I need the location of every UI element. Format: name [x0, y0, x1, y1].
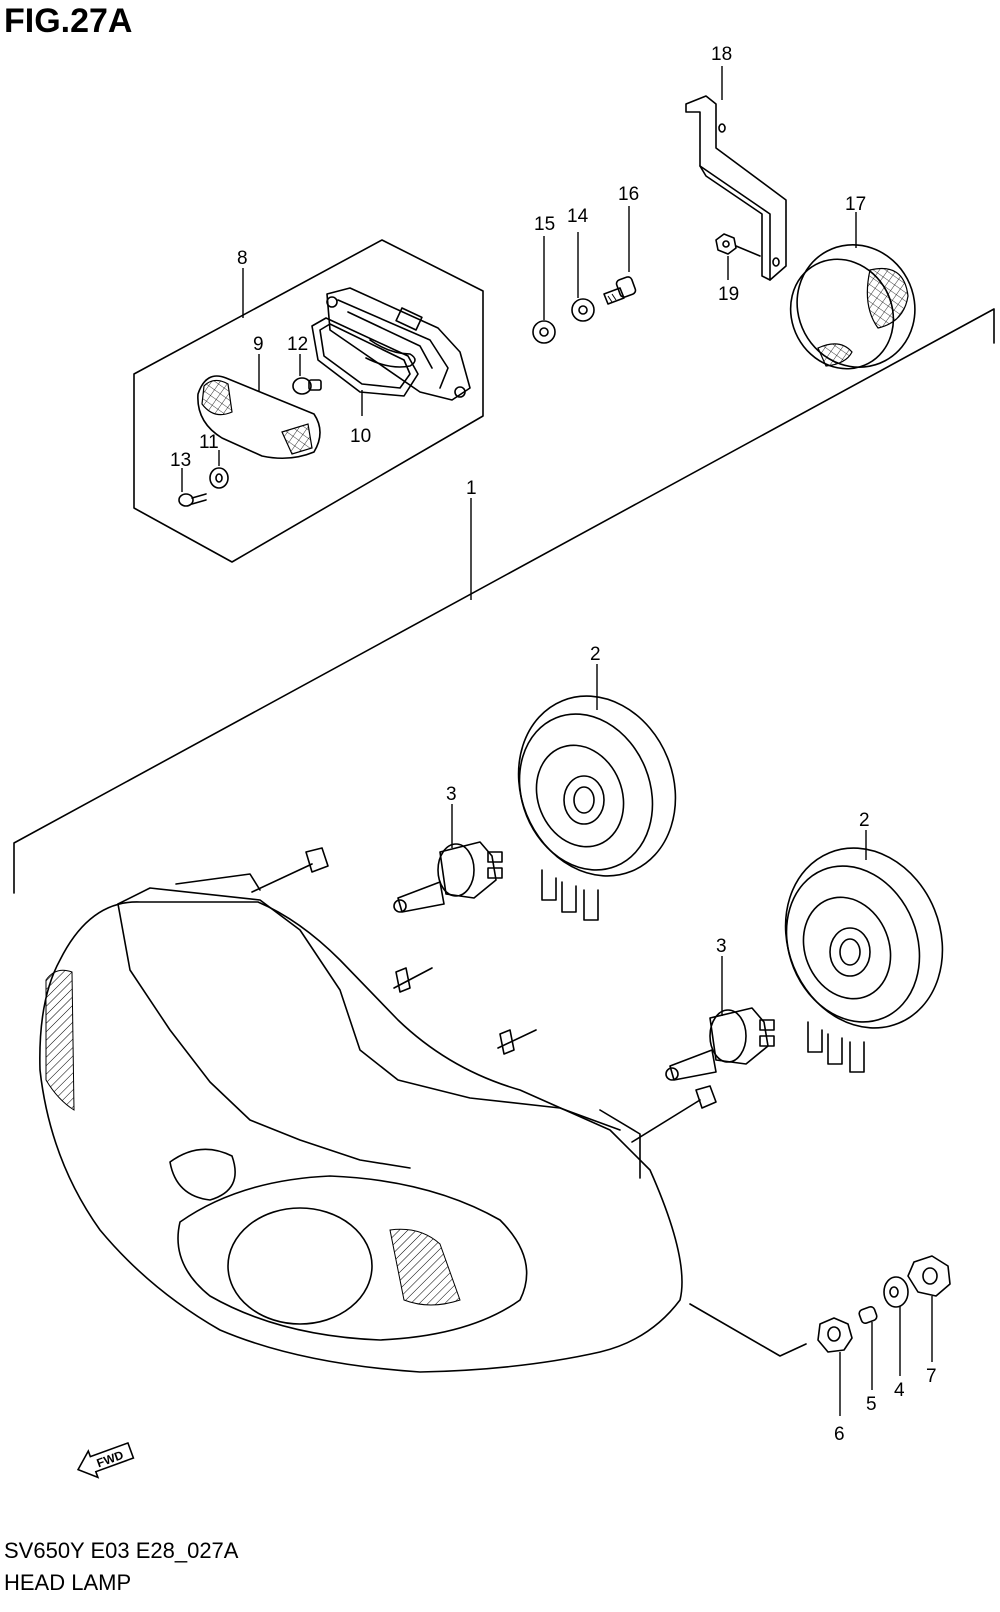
dust-cover-lower — [784, 830, 944, 1073]
turn-signal-bulb — [292, 354, 322, 395]
callout-10: 10 — [350, 426, 371, 447]
fwd-arrow-icon: FWD — [76, 1441, 135, 1479]
callout-6: 6 — [834, 1424, 845, 1445]
washer-4 — [883, 1276, 909, 1376]
callout-17: 17 — [845, 194, 866, 215]
washer-11 — [209, 450, 229, 489]
callout-5: 5 — [866, 1394, 877, 1415]
callout-11: 11 — [199, 432, 219, 453]
headlamp-housing — [39, 847, 807, 1373]
callout-3-lower: 3 — [716, 936, 727, 957]
callout-15: 15 — [534, 214, 555, 235]
callout-3-upper: 3 — [446, 784, 457, 805]
assembly-box-8 — [133, 239, 484, 563]
callout-14: 14 — [567, 206, 589, 227]
callout-2-upper: 2 — [590, 644, 601, 665]
turn-signal-lens — [197, 354, 321, 460]
screw-13 — [178, 468, 207, 507]
grommet-6 — [817, 1317, 853, 1416]
callout-16: 16 — [618, 184, 639, 205]
turn-signal-gasket — [311, 317, 419, 416]
callout-18: 18 — [711, 44, 732, 65]
callout-1: 1 — [466, 478, 477, 499]
figure-name: HEAD LAMP — [4, 1570, 132, 1595]
washer-14 — [571, 232, 595, 322]
turn-signal-housing — [326, 287, 471, 401]
bracket-18 — [685, 66, 787, 281]
callout-12: 12 — [287, 334, 308, 355]
callout-4: 4 — [894, 1380, 905, 1401]
bulb-socket-upper — [393, 804, 503, 913]
figure-code: SV650Y E03 E28_027A — [4, 1538, 239, 1563]
reflector-17 — [789, 212, 916, 370]
callout-2-lower: 2 — [859, 810, 870, 831]
callout-8: 8 — [237, 248, 248, 269]
collar-5 — [858, 1306, 878, 1390]
nut-19 — [715, 233, 761, 280]
washer-15 — [532, 236, 556, 344]
dust-cover-upper — [517, 664, 677, 921]
callout-7: 7 — [926, 1366, 937, 1387]
nut-7 — [907, 1255, 951, 1362]
callout-13: 13 — [170, 450, 191, 471]
bolt-16 — [603, 206, 637, 305]
bulb-socket-lower — [665, 956, 775, 1081]
assembly-outline-1 — [13, 308, 995, 894]
figure-title: FIG.27A — [4, 2, 133, 40]
callout-19: 19 — [718, 284, 739, 305]
callout-9: 9 — [253, 334, 264, 355]
